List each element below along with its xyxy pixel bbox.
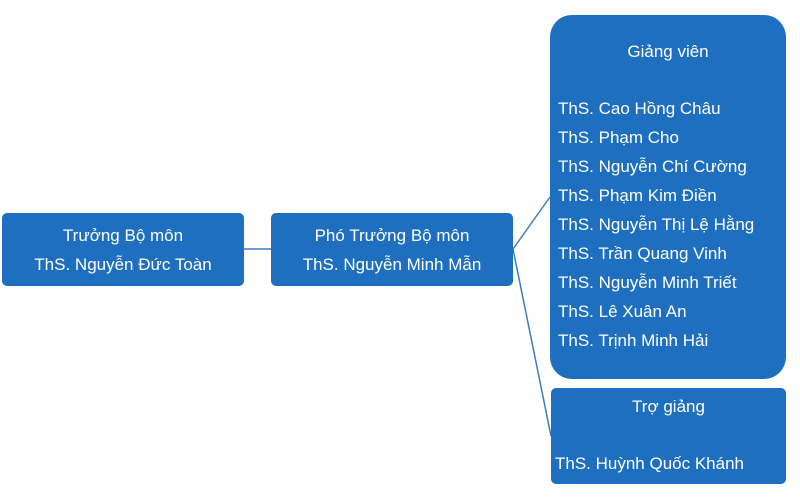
connector-deputy-lecturers xyxy=(512,196,551,250)
head-of-department-box: Trưởng Bộ môn ThS. Nguyễn Đức Toàn xyxy=(2,213,244,286)
list-item: ThS. Trần Quang Vinh xyxy=(558,244,727,263)
lecturer-list: ThS. Cao Hồng Châu ThS. Phạm Cho ThS. Ng… xyxy=(558,94,754,355)
head-name-label: ThS. Nguyễn Đức Toàn xyxy=(34,254,212,274)
list-item: ThS. Lê Xuân An xyxy=(558,302,687,321)
deputy-role-label: Phó Trưởng Bộ môn xyxy=(314,225,470,245)
list-item: ThS. Trịnh Minh Hải xyxy=(558,331,709,350)
assistants-title: Trợ giảng xyxy=(632,397,705,416)
lecturers-title: Giảng viên xyxy=(627,42,709,61)
connector-deputy-assistants xyxy=(512,248,552,437)
list-item: ThS. Cao Hồng Châu xyxy=(558,99,721,118)
assistant-list: ThS. Huỳnh Quốc Khánh xyxy=(555,452,744,476)
list-item: ThS. Phạm Kim Điền xyxy=(558,186,717,205)
list-item: ThS. Phạm Cho xyxy=(558,128,679,147)
list-item: ThS. Nguyễn Minh Triết xyxy=(558,273,737,292)
teaching-assistants-box: Trợ giảng ThS. Huỳnh Quốc Khánh xyxy=(551,388,786,484)
list-item: ThS. Huỳnh Quốc Khánh xyxy=(555,454,745,473)
list-item: ThS. Nguyễn Thị Lệ Hằng xyxy=(558,215,755,234)
deputy-head-box: Phó Trưởng Bộ môn ThS. Nguyễn Minh Mẫn xyxy=(271,213,513,286)
deputy-name-label: ThS. Nguyễn Minh Mẫn xyxy=(302,254,482,274)
lecturers-box: Giảng viên ThS. Cao Hồng Châu ThS. Phạm … xyxy=(550,15,786,379)
list-item: ThS. Nguyễn Chí Cường xyxy=(558,157,747,176)
head-role-label: Trưởng Bộ môn xyxy=(62,225,184,245)
